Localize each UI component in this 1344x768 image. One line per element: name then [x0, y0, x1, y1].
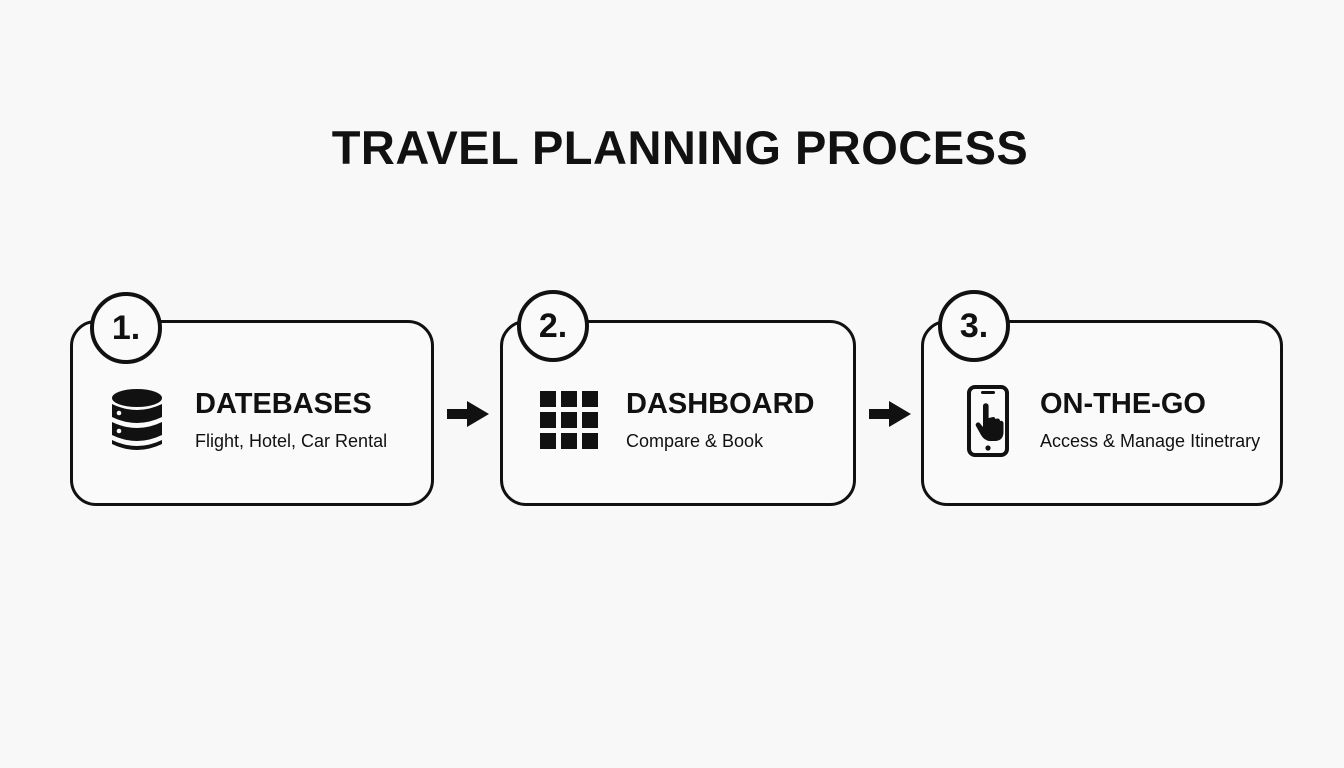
step-heading-databases: DATEBASES — [195, 388, 372, 420]
step-heading-dashboard: DASHBOARD — [626, 388, 815, 420]
step-number-badge-3: 3. — [938, 290, 1010, 362]
step-subtitle-on-the-go: Access & Manage Itinetrary — [1040, 431, 1261, 451]
arrow-right-icon — [447, 401, 489, 427]
step-heading-on-the-go: ON-THE-GO — [1040, 388, 1206, 420]
diagram-title: TRAVEL PLANNING PROCESS — [331, 121, 1029, 174]
grid-icon — [540, 391, 598, 449]
step-subtitle-databases: Flight, Hotel, Car Rental — [195, 431, 388, 451]
smartphone-touch-icon — [967, 385, 1009, 457]
arrow-right-icon — [869, 401, 911, 427]
step-number-badge-1: 1. — [90, 292, 162, 364]
step-number-badge-2: 2. — [517, 290, 589, 362]
step-subtitle-dashboard: Compare & Book — [626, 431, 764, 451]
database-icon — [112, 389, 162, 450]
